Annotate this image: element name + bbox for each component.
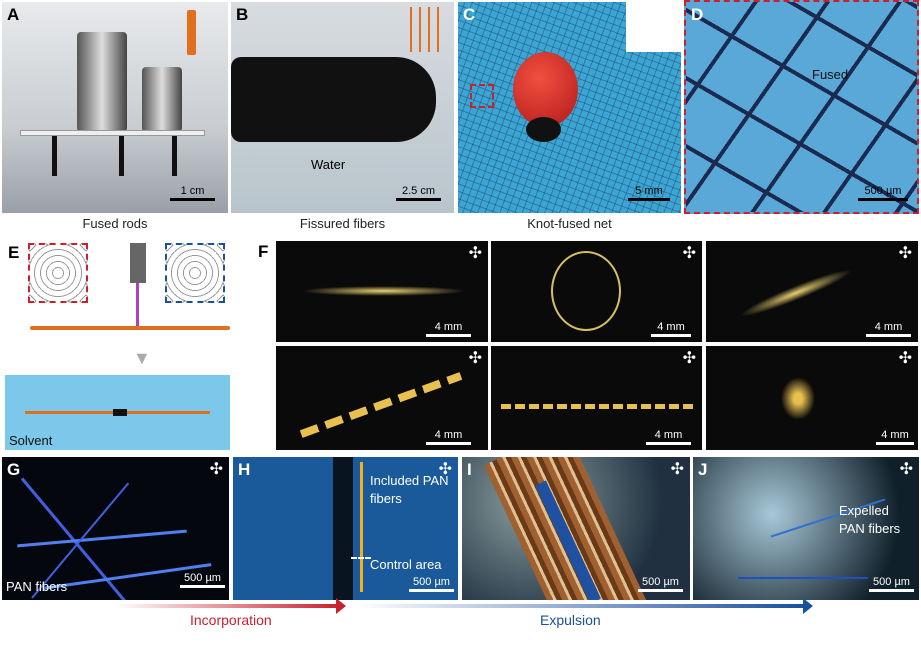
expulsion-arrow — [355, 604, 805, 608]
scale-bar: 500 µm — [409, 576, 454, 592]
panel-c: C 5 mm — [458, 2, 681, 213]
scale-bar: 500 µm — [858, 185, 908, 201]
scale-bar: 4 mm — [646, 429, 691, 445]
polarizer-icon: ✣ — [670, 461, 684, 478]
graphene-lattice — [165, 243, 225, 303]
scale-bar: 4 mm — [426, 321, 471, 337]
range-arrow — [360, 462, 363, 592]
panel-j: J ✣ Expelled PAN fibers 500 µm — [693, 457, 919, 600]
caption-c: Knot-fused net — [527, 216, 612, 231]
panel-a: A 1 cm — [2, 2, 228, 213]
panel-d: D Fused 500 µm — [684, 0, 919, 214]
scale-bar: 4 mm — [876, 429, 914, 445]
roi-box — [470, 84, 494, 108]
panel-b: B Water 2.5 cm — [231, 2, 454, 213]
panel-f-6: ✣4 mm — [706, 346, 918, 450]
ladybug-image — [513, 52, 578, 127]
scale-bar: 4 mm — [426, 429, 471, 445]
fiber — [30, 326, 230, 330]
weights-image — [77, 32, 127, 132]
incorporation-arrow — [115, 604, 340, 608]
panel-i: I ✣ 500 µm — [462, 457, 690, 600]
fibers-icon — [406, 7, 446, 52]
panel-g: G ✣ PAN fibers 500 µm — [2, 457, 229, 600]
weights-image — [142, 67, 182, 132]
polarizer-icon: ✣ — [209, 461, 223, 478]
polarizer-icon: ✣ — [899, 461, 913, 478]
caption-a: Fused rods — [82, 216, 148, 231]
scale-bar: 4 mm — [651, 321, 691, 337]
panel-f-3: ✣4 mm — [706, 241, 918, 342]
scale-bar: 500 µm — [869, 576, 914, 592]
scale-bar: 5 mm — [628, 185, 670, 201]
panel-f-5: ✣4 mm — [491, 346, 702, 450]
scale-bar: 4 mm — [866, 321, 911, 337]
fiber-bundle-image — [231, 57, 436, 142]
platform — [20, 130, 205, 136]
net-icon — [626, 2, 681, 52]
panel-e: E ▼ Solvent — [0, 240, 232, 452]
rod-icon — [187, 10, 196, 55]
polarizer-icon: ✣ — [438, 461, 452, 478]
laser-icon — [130, 243, 146, 283]
scale-bar: 500 µm — [180, 572, 225, 588]
panel-f-2: ✣4 mm — [491, 241, 702, 342]
panel-f-4: ✣4 mm — [276, 346, 488, 450]
panel-f-1: ✣4 mm — [276, 241, 488, 342]
graphene-oxide-lattice — [28, 243, 88, 303]
caption-b: Fissured fibers — [299, 216, 386, 231]
solvent-diagram: Solvent — [5, 375, 230, 450]
scale-bar: 1 cm — [170, 185, 215, 201]
panel-h: H ✣ Included PAN fibers Control area 500… — [233, 457, 458, 600]
scale-bar: 2.5 cm — [396, 185, 441, 201]
scale-bar: 500 µm — [638, 576, 683, 592]
